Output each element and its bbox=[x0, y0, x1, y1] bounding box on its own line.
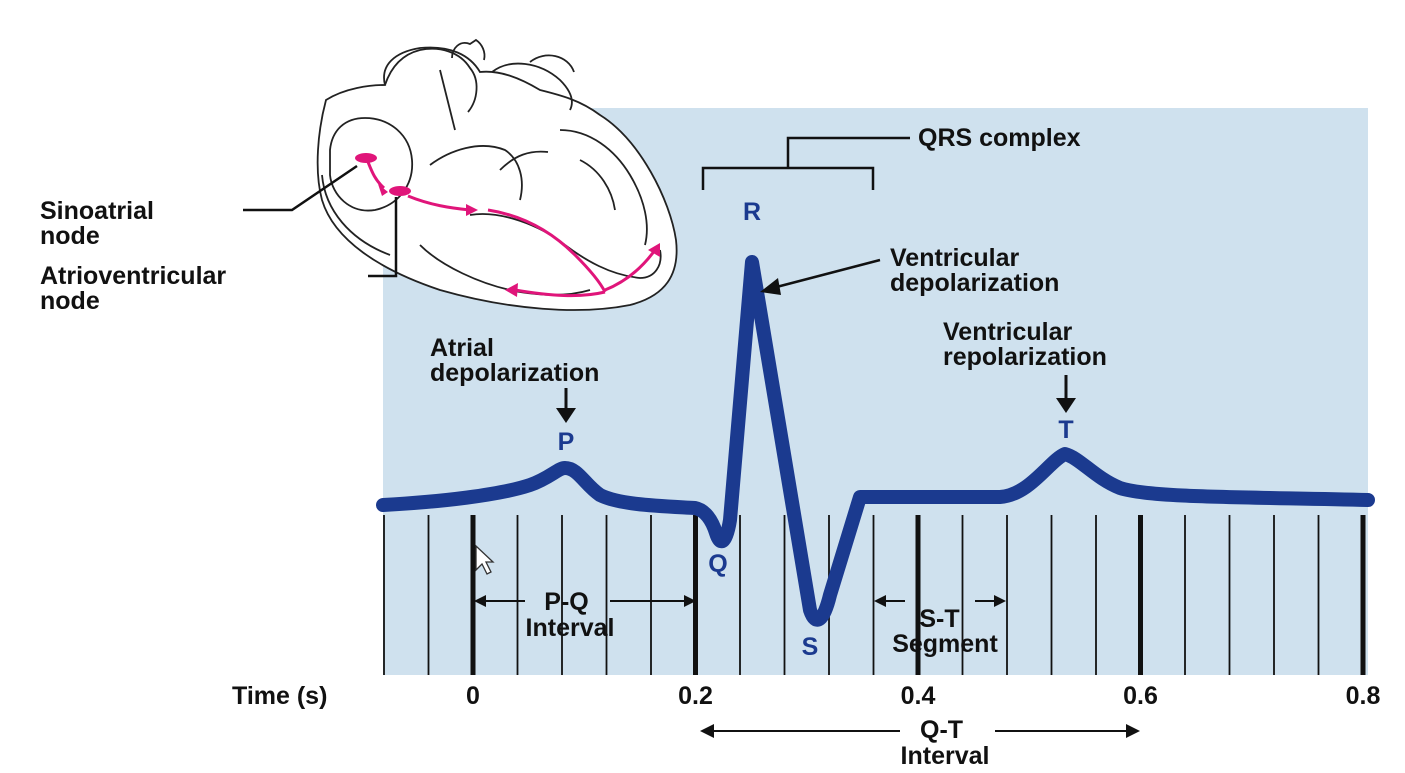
wave-label-t: T bbox=[1058, 416, 1073, 444]
arrowhead bbox=[994, 595, 1006, 607]
arrowhead bbox=[684, 595, 696, 607]
wave-label-r: R bbox=[743, 198, 761, 226]
arrowhead bbox=[474, 595, 486, 607]
atrial-depolarization-label: Atrial depolarization bbox=[430, 334, 599, 387]
atrioventricular-leader-line bbox=[368, 197, 398, 278]
ventricular-depolarization-label: Ventricular depolarization bbox=[890, 244, 1059, 297]
arrowhead bbox=[648, 243, 660, 257]
atrioventricular-node-label: Atrioventricular node bbox=[40, 262, 233, 315]
atrioventricular-node-marker bbox=[389, 186, 411, 196]
time-tick-label: 0 bbox=[466, 682, 480, 710]
ventricular-repolarization-label: Ventricular repolarization bbox=[943, 318, 1107, 371]
time-tick-label: 0.8 bbox=[1346, 682, 1381, 710]
pq-interval-label: P-Q Interval bbox=[526, 588, 615, 642]
ventricular-depolarization-arrow bbox=[764, 258, 881, 292]
arrowhead bbox=[700, 724, 714, 738]
time-tick-label: 0.2 bbox=[678, 682, 713, 710]
wave-label-q: Q bbox=[708, 550, 727, 578]
sinoatrial-leader-line bbox=[243, 164, 358, 212]
arrowhead bbox=[874, 595, 886, 607]
qt-interval-label: Q-T Interval bbox=[901, 716, 990, 770]
arrowhead bbox=[1126, 724, 1140, 738]
time-tick-label: 0.6 bbox=[1123, 682, 1158, 710]
qrs-complex-label: QRS complex bbox=[918, 124, 1081, 152]
time-tick-label: 0.4 bbox=[901, 682, 936, 710]
wave-label-p: P bbox=[558, 428, 575, 456]
ecg-trace bbox=[376, 255, 1375, 627]
heart-illustration bbox=[316, 38, 678, 311]
qrs-bracket bbox=[701, 136, 910, 190]
mouse-cursor-icon bbox=[475, 544, 495, 575]
arrowhead bbox=[760, 278, 781, 295]
arrowhead bbox=[556, 408, 576, 423]
wave-label-s: S bbox=[802, 633, 819, 661]
st-segment-label: S-T Segment bbox=[892, 605, 998, 658]
arrowhead bbox=[505, 283, 518, 297]
time-axis-label: Time (s) bbox=[232, 682, 327, 710]
arrowhead bbox=[466, 204, 478, 216]
arrowhead bbox=[1056, 398, 1076, 413]
arrowhead bbox=[378, 184, 388, 196]
sinoatrial-node-label: Sinoatrial node bbox=[40, 197, 161, 250]
time-axis-ticks: 0 0.2 0.4 0.6 0.8 bbox=[466, 682, 1380, 710]
sinoatrial-node-marker bbox=[355, 153, 377, 163]
conduction-pathway bbox=[366, 161, 657, 298]
